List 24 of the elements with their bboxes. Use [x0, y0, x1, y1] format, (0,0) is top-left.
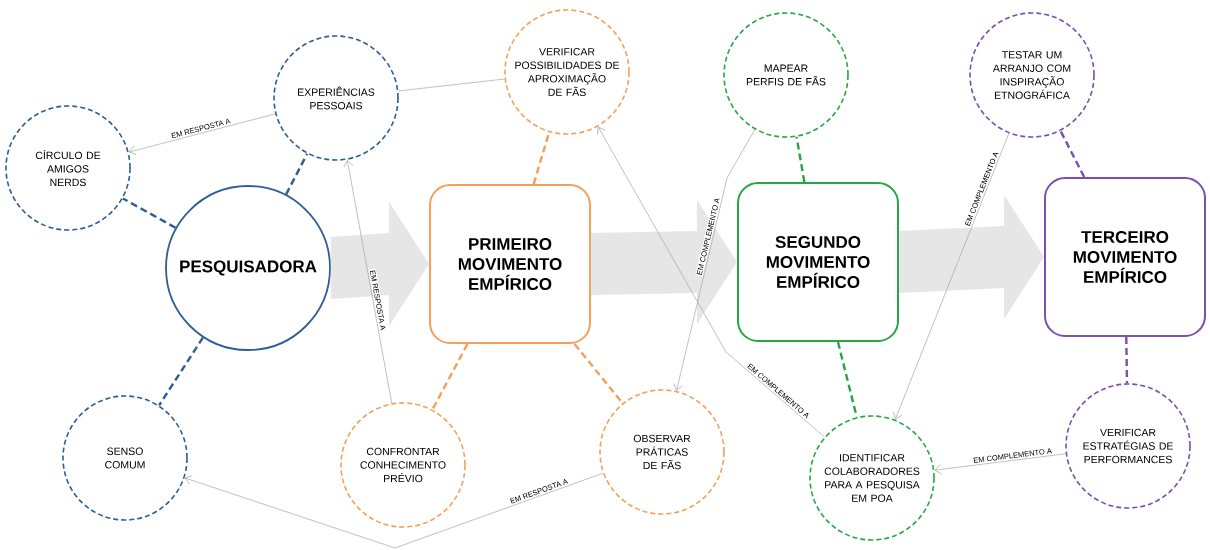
rounded-box: TERCEIRO MOVIMENTO EMPÍRICO — [1044, 177, 1206, 337]
dashed-connector — [158, 336, 204, 406]
arrow — [893, 133, 1010, 420]
dashed-connector — [285, 153, 309, 195]
arrow — [343, 160, 393, 404]
dashed-connector — [836, 341, 858, 418]
circle-node: PESQUISADORA — [165, 185, 331, 351]
dashed-connector — [122, 197, 177, 229]
arrow — [673, 129, 756, 391]
block-arrow — [898, 194, 1045, 320]
arrow — [934, 453, 1067, 475]
arrow — [597, 126, 825, 438]
dashed-connector — [1125, 337, 1129, 384]
connector-line — [398, 78, 505, 92]
block-arrow — [590, 199, 738, 325]
rounded-box: PRIMEIRO MOVIMENTO EMPÍRICO — [429, 184, 591, 344]
arrow — [184, 472, 604, 549]
dashed-connector — [431, 343, 469, 411]
rounded-box: SEGUNDO MOVIMENTO EMPÍRICO — [737, 182, 899, 342]
dashed-connector — [573, 343, 624, 404]
dashed-connector — [1059, 130, 1086, 178]
dashed-connector — [795, 136, 806, 183]
arrow — [129, 113, 276, 156]
block-arrow — [330, 201, 430, 327]
